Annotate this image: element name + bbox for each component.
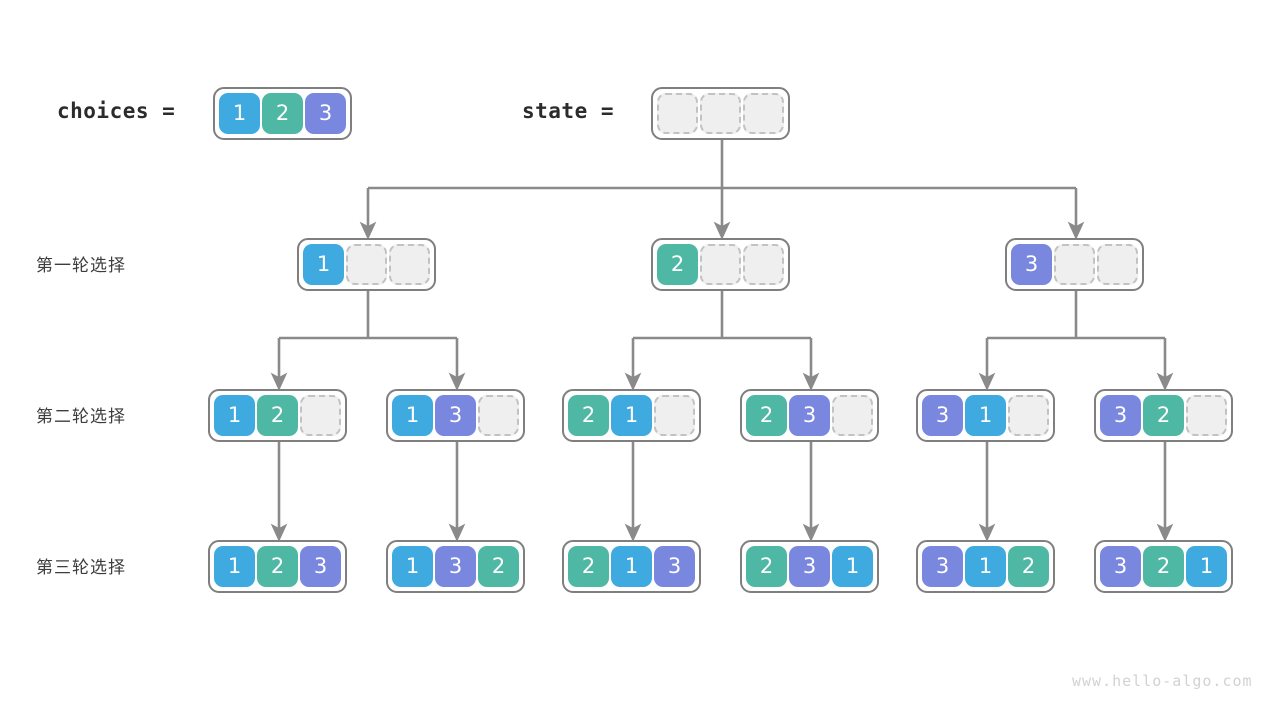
tree-node-level1-1: 2 <box>651 238 790 291</box>
level2-2-cell-2 <box>654 395 695 436</box>
level3-1-cell-1: 3 <box>435 546 476 587</box>
state-label: state = <box>522 99 615 123</box>
level3-5-cell-1: 2 <box>1143 546 1184 587</box>
level3-2-cell-1: 1 <box>611 546 652 587</box>
level2-2-cell-1: 1 <box>611 395 652 436</box>
choices-label: choices = <box>57 99 176 123</box>
level3-0-cell-1: 2 <box>257 546 298 587</box>
level1-1-cell-2 <box>743 244 784 285</box>
level2-1-cell-0: 1 <box>392 395 433 436</box>
level2-1-cell-1: 3 <box>435 395 476 436</box>
level2-4-cell-1: 1 <box>965 395 1006 436</box>
choices-cell-2: 3 <box>305 93 346 134</box>
level3-0-cell-2: 3 <box>300 546 341 587</box>
level1-2-cell-1 <box>1054 244 1095 285</box>
level1-2-cell-0: 3 <box>1011 244 1052 285</box>
level3-3-cell-2: 1 <box>832 546 873 587</box>
row-label-round-3: 第三轮选择 <box>36 558 126 578</box>
level1-2-cell-2 <box>1097 244 1138 285</box>
level2-0-cell-0: 1 <box>214 395 255 436</box>
level2-3-cell-0: 2 <box>746 395 787 436</box>
tree-node-level1-2: 3 <box>1005 238 1144 291</box>
level3-5-cell-0: 3 <box>1100 546 1141 587</box>
row-label-round-1: 第一轮选择 <box>36 256 126 276</box>
level3-2-cell-2: 3 <box>654 546 695 587</box>
state-root-cell-2 <box>743 93 784 134</box>
watermark: www.hello-algo.com <box>1072 672 1253 690</box>
level1-1-cell-0: 2 <box>657 244 698 285</box>
level3-1-cell-2: 2 <box>478 546 519 587</box>
level1-1-cell-1 <box>700 244 741 285</box>
level2-2-cell-0: 2 <box>568 395 609 436</box>
level3-4-cell-0: 3 <box>922 546 963 587</box>
level3-4-cell-1: 1 <box>965 546 1006 587</box>
level1-0-cell-1 <box>346 244 387 285</box>
tree-node-level1-0: 1 <box>297 238 436 291</box>
level2-5-cell-1: 2 <box>1143 395 1184 436</box>
level1-0-cell-2 <box>389 244 430 285</box>
level2-5-cell-2 <box>1186 395 1227 436</box>
level2-0-cell-2 <box>300 395 341 436</box>
level2-0-cell-1: 2 <box>257 395 298 436</box>
level2-3-cell-1: 3 <box>789 395 830 436</box>
choices-cell-1: 2 <box>262 93 303 134</box>
level3-3-cell-1: 3 <box>789 546 830 587</box>
level2-5-cell-0: 3 <box>1100 395 1141 436</box>
choices-cell-0: 1 <box>219 93 260 134</box>
level3-3-cell-0: 2 <box>746 546 787 587</box>
level2-3-cell-2 <box>832 395 873 436</box>
level2-1-cell-2 <box>478 395 519 436</box>
level3-4-cell-2: 2 <box>1008 546 1049 587</box>
row-label-round-2: 第二轮选择 <box>36 407 126 427</box>
level3-2-cell-0: 2 <box>568 546 609 587</box>
level2-4-cell-0: 3 <box>922 395 963 436</box>
state-array-root <box>651 87 790 140</box>
level3-5-cell-2: 1 <box>1186 546 1227 587</box>
level3-1-cell-0: 1 <box>392 546 433 587</box>
level3-0-cell-0: 1 <box>214 546 255 587</box>
state-root-cell-0 <box>657 93 698 134</box>
level1-0-cell-0: 1 <box>303 244 344 285</box>
state-root-cell-1 <box>700 93 741 134</box>
level2-4-cell-2 <box>1008 395 1049 436</box>
